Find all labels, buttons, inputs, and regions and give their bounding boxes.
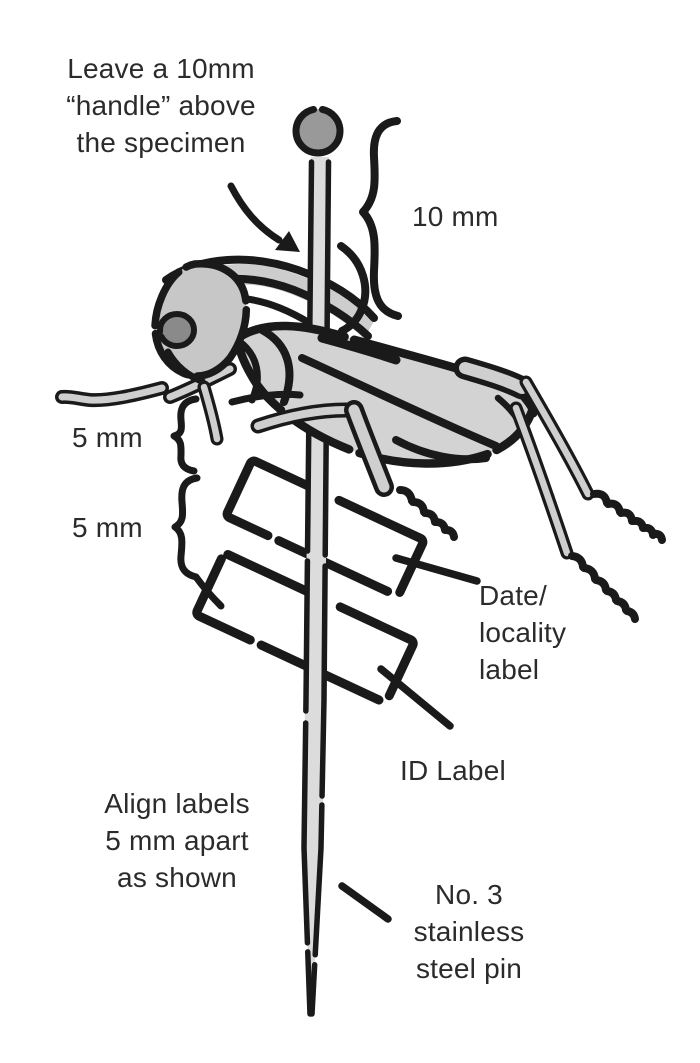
pin-callout: No. 3 stainless steel pin — [413, 879, 525, 984]
id-label-leader-line — [377, 665, 454, 730]
pointer-arrow-shaft — [227, 182, 283, 244]
mid-leg-femur-fill — [254, 406, 350, 430]
dimension-5mm-bottom: 5 mm — [72, 512, 143, 543]
hind-tibia1-fill — [522, 378, 592, 498]
antenna-tip-arc — [337, 242, 370, 335]
tarsus-chain-mid — [396, 486, 458, 541]
foreleg-fill — [58, 384, 166, 404]
wing-line — [298, 354, 500, 450]
dimension-5mm-top: 5 mm — [72, 422, 143, 453]
insect-legs — [55, 356, 595, 560]
align-note: Align labels 5 mm apart as shown — [104, 788, 250, 893]
brace-5mm-bottom-tail — [192, 573, 225, 610]
handle-note: Leave a 10mm “handle” above the specimen — [66, 53, 256, 158]
insect-eye — [157, 311, 197, 349]
brace-5mm-top — [170, 395, 200, 475]
annotation-graphics — [170, 117, 402, 610]
pin-leader-line — [338, 882, 392, 923]
brace-10mm — [359, 117, 402, 320]
id-label-callout: ID Label — [400, 755, 506, 786]
mouthpart-line — [164, 348, 206, 385]
mid-leg-tibia-fill — [348, 404, 390, 493]
date-locality-callout: Date/ locality label — [479, 580, 567, 685]
pin-head — [292, 105, 344, 157]
leader-lines — [338, 554, 481, 923]
date-locality-leader-line — [392, 554, 481, 585]
tarsus-chain-hind1 — [590, 489, 666, 544]
hind-femur-fill — [459, 362, 528, 394]
front-leg2-fill — [200, 383, 221, 443]
dimension-10mm: 10 mm — [412, 201, 499, 232]
brace-5mm-bottom — [171, 474, 201, 581]
belly-line — [392, 436, 490, 464]
thorax-underline — [228, 390, 304, 406]
shoulder-line — [317, 333, 401, 365]
pointer-arrow-head — [275, 231, 300, 252]
insect-specimen — [55, 260, 666, 623]
hind-tibia2-fill — [512, 404, 571, 557]
tarsus-segments — [396, 486, 666, 623]
tarsus-chain-hind2 — [568, 552, 639, 623]
